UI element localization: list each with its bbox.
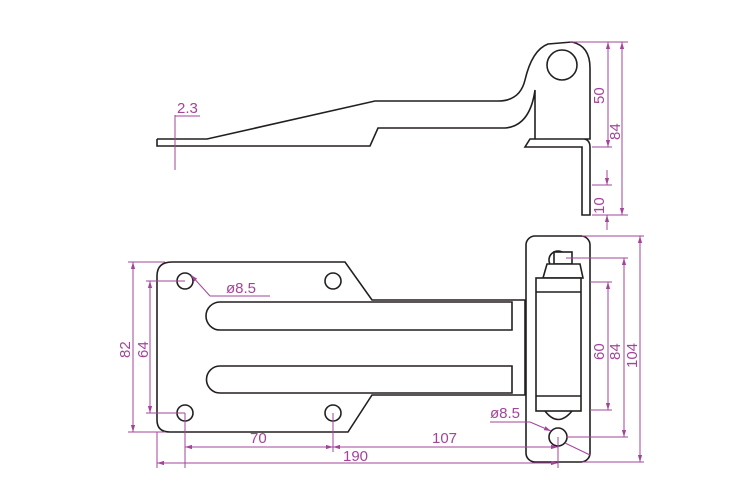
mounting-plate [156, 261, 526, 433]
dim-plate-height: 82 [117, 341, 134, 358]
dim-total-height: 84 [607, 123, 624, 140]
leaf-lower-edge [156, 89, 536, 147]
pin-eye-hole [546, 49, 578, 81]
dim-eye-height: 50 [591, 87, 608, 104]
dim-hole-diameter: ø8.5 [226, 280, 256, 297]
dim-pin-spacing: 84 [607, 343, 624, 360]
dim-hole-to-pin: 107 [432, 430, 457, 447]
dim-thickness: 2.3 [177, 100, 198, 117]
lower-slot [205, 365, 513, 394]
plan-view: 82 64 ø8.5 70 107 190 ø8.5 60 84 104 [117, 235, 644, 468]
dim-bracket-height: 104 [624, 343, 641, 368]
hinge-barrel [535, 277, 582, 412]
side-view: 2.3 50 84 10 [156, 41, 628, 230]
hinge-leaf-profile [157, 41, 591, 216]
dim-hinge-length: 60 [591, 343, 608, 360]
dim-flange-height: 10 [591, 197, 608, 214]
mount-hole [324, 272, 342, 290]
dim-hole-horizontal: 70 [250, 430, 267, 447]
nut [541, 263, 584, 279]
dim-overall-length: 190 [343, 448, 368, 465]
dim-pin-hole-diameter: ø8.5 [490, 405, 520, 422]
upper-slot [205, 301, 513, 331]
dim-hole-vertical: 64 [135, 341, 152, 358]
